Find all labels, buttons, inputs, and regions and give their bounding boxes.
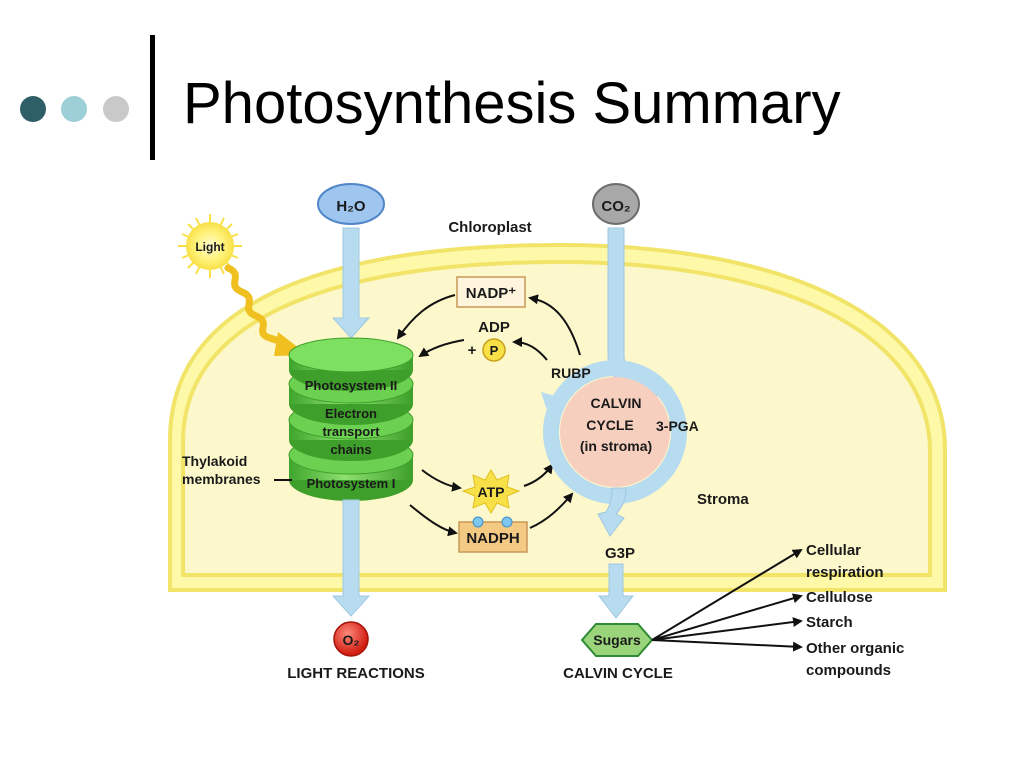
pga-label: 3-PGA (656, 418, 699, 434)
p-label: P (490, 343, 499, 358)
atp-label: ATP (478, 484, 505, 500)
etc-label-line3: chains (330, 442, 371, 457)
decor-dot-gray (103, 96, 129, 122)
arrow-nadph-to-cycle (529, 492, 574, 529)
rubp-label: RUBP (551, 365, 591, 381)
calvin-cycle-label-line3: (in stroma) (580, 438, 652, 454)
plus-sign: + (468, 342, 477, 359)
sugars-flow-arrow (597, 563, 635, 619)
co2-label: CO₂ (601, 198, 630, 215)
arrow-to-cellulose (651, 593, 803, 641)
g3p-exit-arrow (597, 487, 627, 537)
arrow-cycle-to-adp (512, 337, 548, 361)
stroma-label: Stroma (697, 491, 749, 508)
water-input: H₂O (317, 183, 385, 225)
sugars-hexagon: Sugars (580, 623, 654, 657)
water-label: H₂O (336, 198, 365, 215)
calvin-cycle-arrowhead (541, 392, 562, 408)
atp-star: ATP (461, 469, 521, 514)
water-flow-arrow (331, 227, 371, 339)
co2-input: CO₂ (592, 183, 640, 225)
product-cellular-line2: respiration (806, 564, 884, 581)
oxygen-flow-arrow (331, 499, 371, 617)
title-divider (150, 35, 155, 160)
photosystem-i-label: Photosystem I (307, 476, 396, 491)
phosphate-icon: P (482, 338, 506, 362)
nadp-label: NADP⁺ (466, 285, 517, 302)
arrow-nadp-to-thylakoid (396, 294, 456, 340)
oxygen-output: O₂ (333, 621, 369, 657)
arrow-atp-to-cycle (523, 463, 554, 487)
adp-label: ADP (478, 319, 510, 336)
product-cellulose: Cellulose (806, 589, 873, 606)
arrow-thylakoid-to-atp (421, 469, 462, 492)
calvin-cycle-label-line2: CYCLE (586, 417, 633, 433)
product-cellular-line1: Cellular (806, 542, 861, 559)
chloroplast-label: Chloroplast (448, 219, 531, 236)
arrow-to-cellular-respiration (651, 548, 803, 641)
light-label: Light (195, 240, 224, 254)
decor-dot-light (61, 96, 87, 122)
nadph-label: NADPH (466, 530, 519, 547)
sun-icon: Light (178, 214, 242, 278)
arrow-cycle-to-nadp (528, 294, 581, 356)
arrow-thylakoid-to-nadph (409, 504, 458, 537)
product-other-line2: compounds (806, 662, 891, 679)
sugars-label: Sugars (593, 632, 641, 648)
product-starch: Starch (806, 614, 853, 631)
thylakoid-membranes-label-line1: Thylakoid (182, 453, 247, 469)
slide-header: Photosynthesis Summary (0, 0, 1024, 170)
arrow-adp-to-thylakoid (418, 339, 465, 358)
light-wave (224, 264, 286, 346)
etc-label-line2: transport (322, 424, 380, 439)
oxygen-label: O₂ (342, 632, 359, 648)
calvin-cycle-stage-label: CALVIN CYCLE (563, 665, 673, 682)
g3p-label: G3P (605, 545, 635, 562)
nadph-box: NADPH (458, 516, 528, 553)
photosystem-ii-label: Photosystem II (305, 378, 397, 393)
calvin-cycle-label-line1: CALVIN (590, 395, 641, 411)
etc-label-line1: Electron (325, 406, 377, 421)
light-reactions-label: LIGHT REACTIONS (287, 665, 425, 682)
thylakoid-stack: Photosystem II Electron transport chains… (288, 337, 414, 501)
thylakoid-membranes-label-line2: membranes (182, 471, 261, 487)
arrow-to-starch (651, 617, 803, 641)
slide-title: Photosynthesis Summary (183, 71, 841, 136)
product-other-line1: Other organic (806, 640, 904, 657)
arrow-to-other-organic (651, 639, 803, 652)
nadp-box: NADP⁺ (456, 276, 526, 308)
decor-dot-dark (20, 96, 46, 122)
